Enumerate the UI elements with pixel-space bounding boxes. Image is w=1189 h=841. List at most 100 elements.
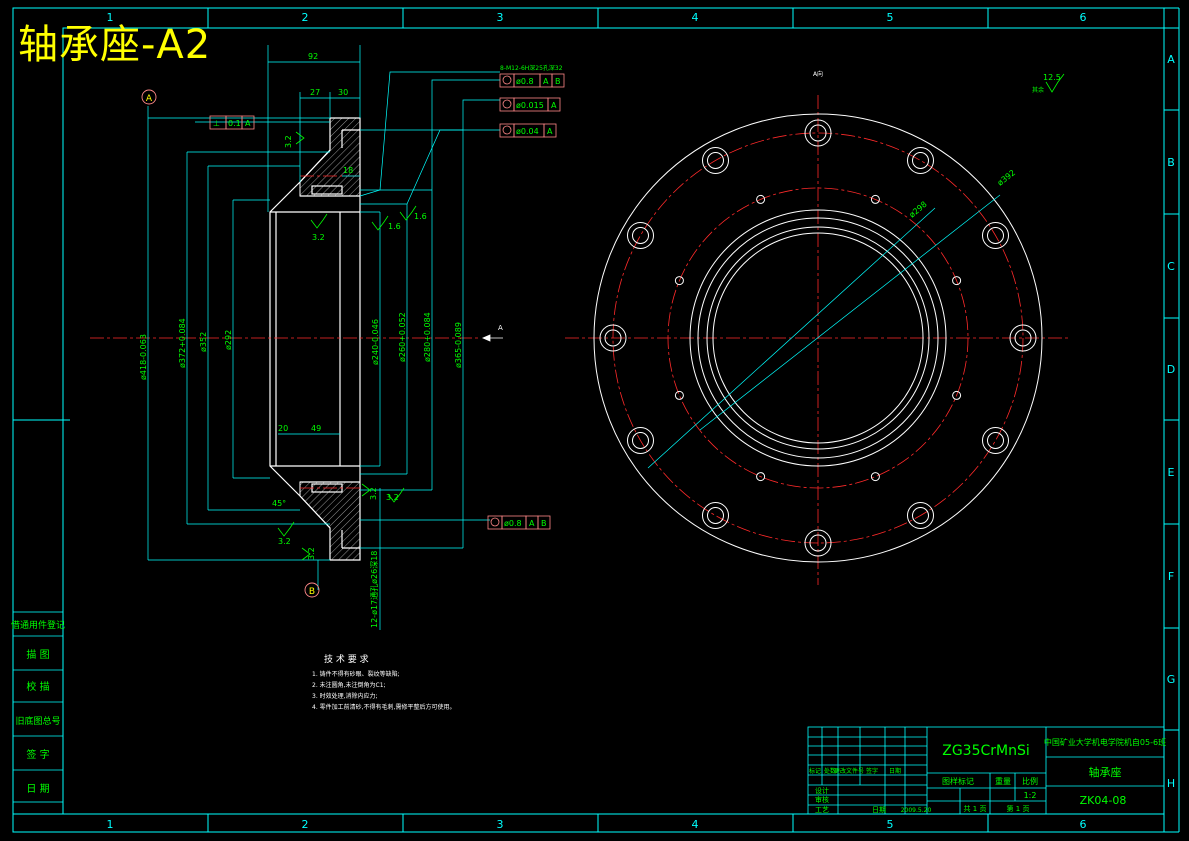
tol-datum: A	[543, 77, 549, 86]
small-label: 签字	[866, 767, 878, 775]
bolt-hole	[627, 222, 654, 249]
datum-b-label: B	[309, 587, 315, 597]
dim-dia365: ø365-0.089	[454, 322, 463, 368]
header-label: 比例	[1022, 776, 1038, 786]
bolt-hole	[987, 432, 1004, 449]
grid-labels: 1 2 3 4 5 6 1 2 3 4 5 6 A B C D E F G H	[107, 11, 1176, 831]
bolt-hole	[907, 147, 934, 174]
bolt-hole	[987, 227, 1004, 244]
role-label: 设计	[815, 786, 829, 795]
tol-datum: A	[529, 519, 535, 528]
strip-label: 旧底图总号	[15, 715, 60, 727]
left-strip	[12, 611, 64, 803]
row-label: H	[1167, 777, 1175, 790]
tol-datum: B	[541, 519, 547, 528]
tol-datum: B	[555, 77, 561, 86]
role-label: 审核	[815, 795, 829, 804]
bolt-holes	[599, 119, 1037, 557]
small-label: 日期	[889, 767, 901, 775]
thread-hole	[756, 472, 766, 482]
col-label: 2	[302, 11, 309, 24]
title-block	[807, 726, 1165, 815]
dim-49: 49	[311, 424, 321, 433]
drawing-number: ZK04-08	[1080, 794, 1127, 807]
row-label: E	[1168, 466, 1175, 479]
col-label: 3	[497, 818, 504, 831]
header-label: 图样标记	[942, 776, 974, 786]
bolt-hole	[1009, 324, 1037, 352]
section-view: A B 92 27 30 18 20 49 45° ø418-0.063 ø37…	[90, 45, 565, 630]
col-label: 5	[887, 11, 894, 24]
material: ZG35CrMnSi	[942, 743, 1030, 759]
bolt-hole	[604, 329, 622, 347]
tol-value: ø0.015	[516, 101, 544, 110]
bolt-hole	[702, 502, 729, 529]
part-name: 轴承座	[1089, 765, 1122, 779]
col-label: 6	[1080, 818, 1087, 831]
tol-value: ø0.8	[504, 519, 522, 528]
dim-dia292: ø292	[224, 330, 233, 350]
dim-holes: 12-ø17通孔ø26深18	[369, 551, 379, 628]
bolt-hole	[702, 147, 729, 174]
bolt-hole	[809, 124, 827, 142]
roughness-value: 3.2	[284, 135, 293, 148]
row-label: D	[1167, 363, 1175, 376]
datum-a-label: A	[146, 94, 153, 104]
roughness-value: 3.2	[312, 233, 325, 242]
small-label: 处数	[824, 767, 836, 775]
role-label: 工艺	[815, 806, 829, 814]
note-item: 3. 时效处理,消除内应力;	[312, 693, 378, 700]
row-label: C	[1167, 260, 1175, 273]
note-item: 4. 零件加工前清砂,不得有毛刺,需修平整后方可使用。	[312, 704, 456, 711]
strip-label: 签 字	[26, 748, 49, 761]
tol-value: ø0.8	[516, 77, 534, 86]
bolt-hole	[707, 507, 724, 524]
bolt-hole	[982, 427, 1009, 454]
general-roughness-label: 其余	[1032, 86, 1044, 94]
small-label: 标记	[809, 767, 821, 775]
thread-hole	[952, 390, 962, 400]
drawing-title: 轴承座-A2	[18, 22, 212, 68]
strip-label: 借通用件登记	[11, 619, 65, 631]
front-dim-dia392: ø392	[996, 168, 1017, 188]
roughness-value: 3.2	[278, 537, 291, 546]
sheet-current: 第 1 页	[1007, 804, 1030, 813]
dim-18: 18	[343, 166, 353, 175]
strip-label: 日 期	[26, 783, 49, 795]
scale-value: 1:2	[1024, 791, 1037, 800]
col-label: 3	[497, 11, 504, 24]
sheet-frame	[12, 7, 1180, 833]
small-label: 更改文件号	[834, 767, 864, 775]
view-title-a: A向	[813, 70, 823, 78]
bolt-hole	[804, 119, 832, 147]
bolt-hole	[707, 152, 724, 169]
strip-label: 校 描	[26, 680, 49, 693]
tol-value: 0.1	[228, 119, 241, 128]
thread-hole	[870, 472, 880, 482]
dim-angle-45: 45°	[272, 499, 286, 508]
dim-dia352: ø352	[199, 332, 208, 352]
bolt-hole	[1014, 329, 1032, 347]
tol-datum: A	[245, 119, 251, 128]
dim-dia418: ø418-0.063	[139, 334, 148, 380]
bolt-hole	[632, 432, 649, 449]
thread-hole	[756, 194, 766, 204]
col-label: 1	[107, 818, 114, 831]
row-label: B	[1167, 156, 1175, 169]
bolt-hole	[907, 502, 934, 529]
school-name: 中国矿业大学机电学院机自05-6班	[1044, 737, 1166, 747]
thread-holes	[674, 194, 962, 482]
dim-92: 92	[308, 52, 318, 61]
tol-datum: A	[551, 101, 557, 110]
row-label: F	[1168, 570, 1174, 583]
roughness-value: 3.2	[369, 487, 378, 500]
dim-20: 20	[278, 424, 288, 433]
tol-datum: A	[547, 127, 553, 136]
note-item: 1. 铸件不得有砂眼、裂纹等缺陷;	[312, 671, 400, 678]
bolt-hole	[599, 324, 627, 352]
thread-hole	[952, 276, 962, 286]
dim-dia240: ø240-0.046	[371, 319, 380, 365]
general-roughness-value: 12.5	[1043, 73, 1061, 82]
col-label: 5	[887, 818, 894, 831]
